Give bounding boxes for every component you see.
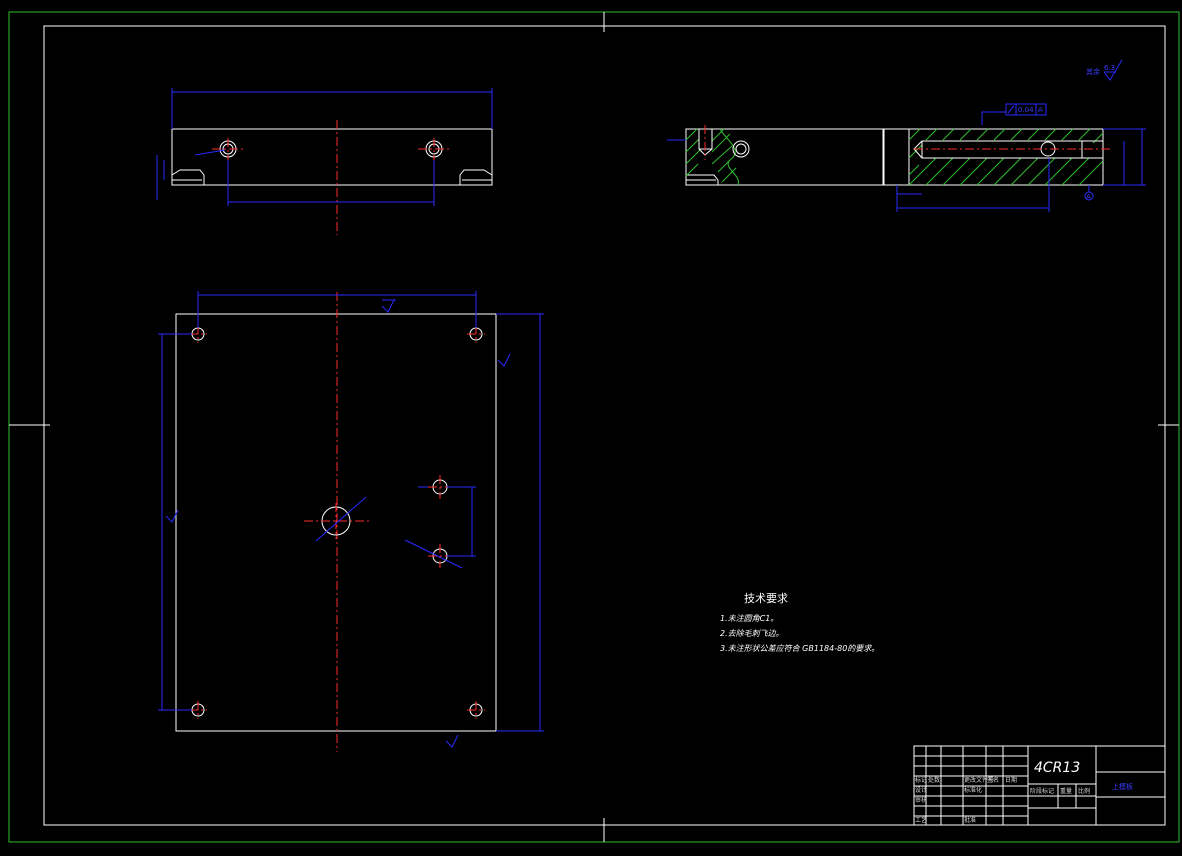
section-view bbox=[667, 111, 1146, 212]
roughness-value: 6.3 bbox=[1104, 64, 1115, 72]
tb-label-standardize: 标准化 bbox=[964, 786, 982, 794]
tb-label-change-doc: 更改文件号 bbox=[964, 776, 994, 784]
front-view-outline bbox=[171, 128, 493, 186]
section-hatch-left bbox=[685, 128, 737, 183]
tech-req-title: 技术要求 bbox=[744, 592, 788, 605]
tb-label-check: 审核 bbox=[915, 796, 927, 804]
roughness-label: 其余 bbox=[1086, 67, 1100, 76]
tolerance-datum: A bbox=[1038, 106, 1043, 114]
section-view-outline bbox=[685, 128, 884, 186]
plan-view bbox=[158, 291, 544, 752]
roughness-note: 其余 6.3 bbox=[1086, 59, 1123, 81]
datum-symbol bbox=[1084, 191, 1094, 201]
section-hatch-right bbox=[908, 128, 1104, 186]
datum-letter: A bbox=[1086, 193, 1091, 201]
sheet-outer-frame bbox=[8, 11, 1180, 843]
front-view bbox=[156, 88, 493, 235]
tb-label-approve: 批准 bbox=[964, 816, 976, 824]
tb-label-count: 处数 bbox=[928, 776, 940, 784]
tb-label-scale: 比例 bbox=[1078, 787, 1090, 795]
tb-label-process: 工艺 bbox=[915, 816, 927, 824]
tb-label-stage: 阶段标记 bbox=[1030, 787, 1054, 795]
break-line bbox=[719, 128, 739, 186]
tb-part-name: 上模板 bbox=[1112, 782, 1133, 791]
tech-req-item-3: 3.未注形状公差应符合 GB1184-80的要求。 bbox=[720, 644, 879, 653]
tb-label-mark: 标记 bbox=[915, 776, 927, 784]
sheet-inner-frame bbox=[43, 25, 1166, 826]
tech-req-item-2: 2.去除毛刺飞边。 bbox=[720, 629, 784, 638]
centering-marks bbox=[9, 12, 1179, 842]
tb-label-signature: 签名 bbox=[987, 776, 999, 784]
title-block: 标记 处数 更改文件号 签名 日期 设计 标准化 审核 工艺 批准 阶段标记 重… bbox=[913, 745, 1166, 826]
tech-req-item-1: 1.未注圆角C1。 bbox=[720, 614, 778, 623]
tb-label-date: 日期 bbox=[1005, 776, 1017, 784]
tolerance-frame: 0.04 A bbox=[1005, 103, 1047, 116]
tb-label-design: 设计 bbox=[915, 786, 927, 794]
tb-material: 4CR13 bbox=[1034, 760, 1080, 776]
tech-requirements: 技术要求 1.未注圆角C1。 2.去除毛刺飞边。 3.未注形状公差应符合 GB1… bbox=[720, 592, 879, 653]
tb-label-weight: 重量 bbox=[1060, 787, 1072, 795]
tolerance-value: 0.04 bbox=[1018, 106, 1034, 114]
plan-view-outline bbox=[175, 313, 497, 732]
